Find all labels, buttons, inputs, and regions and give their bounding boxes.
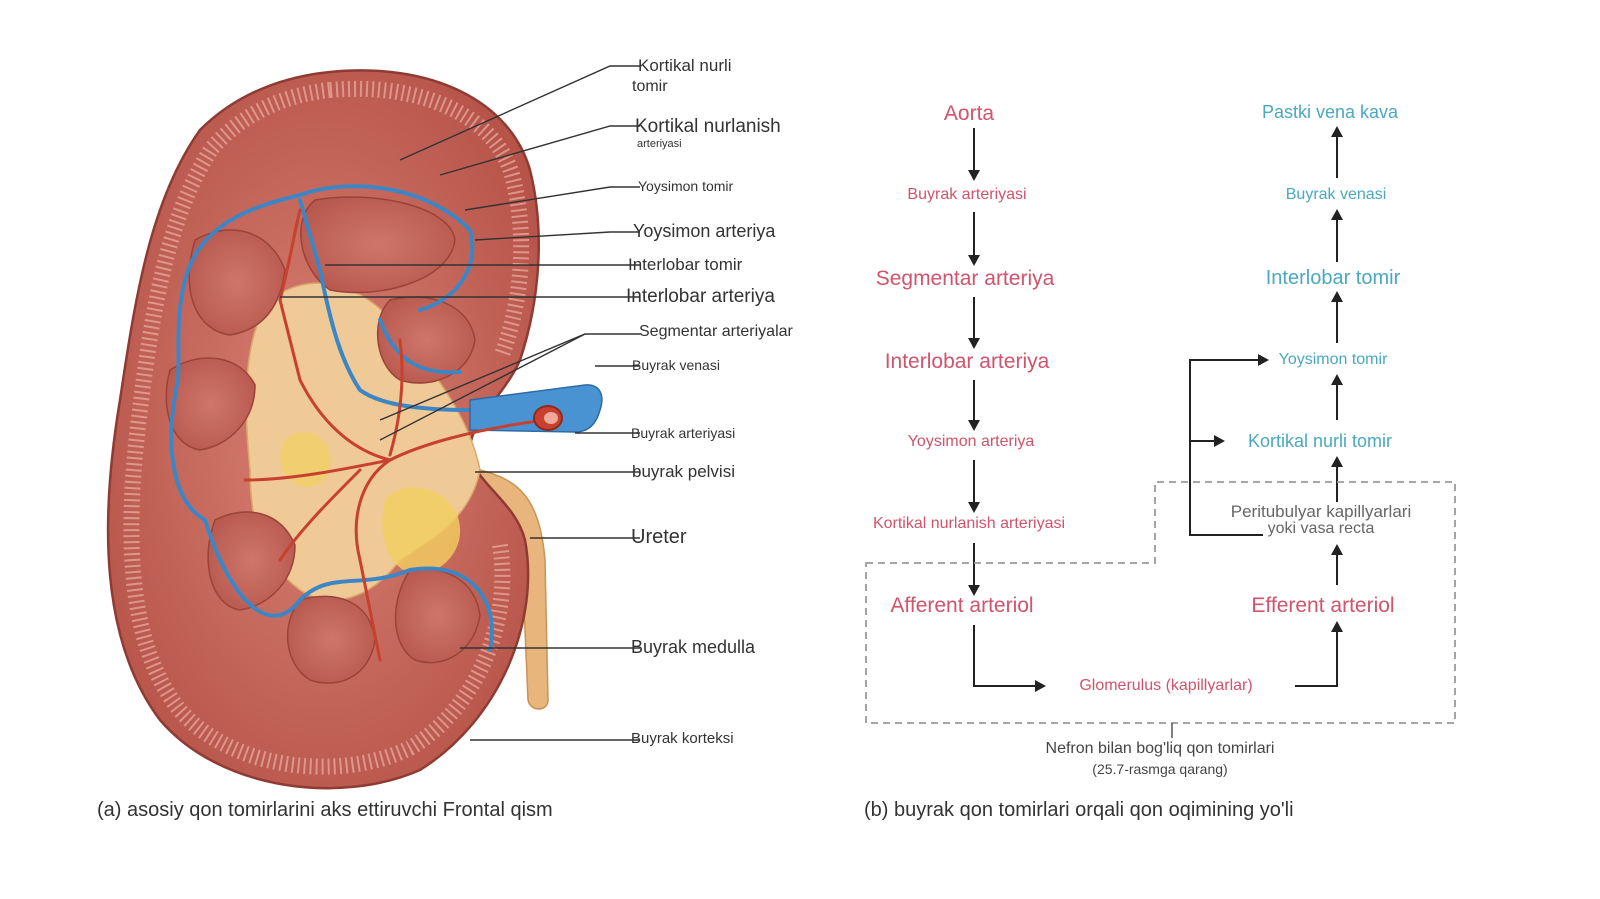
caption-panel-b: (b) buyrak qon tomirlari orqali qon oqim… xyxy=(864,799,1294,821)
node-yoysimon-tomir: Yoysimon tomir xyxy=(1278,351,1388,368)
cortex-striations xyxy=(123,80,530,775)
label-buyrak-medulla: Buyrak medulla xyxy=(631,637,756,657)
label-buyrak-pelvisi: buyrak pelvisi xyxy=(632,462,735,481)
nephron-note: Nefron bilan bog'liq qon tomirlari (25.7… xyxy=(1046,740,1275,777)
label-line: arteriyasi xyxy=(637,137,682,150)
node-aorta: Aorta xyxy=(943,102,995,125)
label-buyrak-arteriyasi: Buyrak arteriyasi xyxy=(631,425,736,441)
node-efferent-arteriol: Efferent arteriol xyxy=(1251,594,1395,617)
node-kortikal-nurli-tomir: Kortikal nurli tomir xyxy=(1247,431,1393,451)
node-buyrak-arteriyasi: Buyrak arteriyasi xyxy=(907,186,1027,203)
renal-vein-trunk xyxy=(469,384,603,433)
label-line: Kortikal nurlanish xyxy=(635,116,781,137)
leader-lines xyxy=(280,65,640,741)
label-line: Kortikal nurli xyxy=(638,56,732,75)
node-peritubulyar-kapillyarlari: Peritubulyar kapillyarlari yoki vasa rec… xyxy=(1230,502,1412,537)
node-line: Peritubulyar kapillyarlari xyxy=(1230,502,1412,521)
node-pastki-vena-kava: Pastki vena kava xyxy=(1261,102,1399,122)
label-interlobar-tomir: Interlobar tomir xyxy=(628,255,743,274)
note-line: Nefron bilan bog'liq qon tomirlari xyxy=(1045,740,1275,757)
node-buyrak-venasi: Buyrak venasi xyxy=(1285,186,1387,203)
label-kortikal-nurlanish-arteriyasi: Kortikal nurlanish arteriyasi xyxy=(635,116,781,150)
node-line: yoki vasa recta xyxy=(1267,519,1375,537)
renal-veins xyxy=(169,184,592,652)
nephron-boundary xyxy=(865,481,1456,724)
label-kortikal-nurli-tomir: Kortikal nurli tomir xyxy=(632,56,732,95)
label-yoysimon-tomir: Yoysimon tomir xyxy=(638,178,734,194)
node-afferent-arteriol: Afferent arteriol xyxy=(890,594,1034,617)
label-line: tomir xyxy=(632,77,668,95)
label-buyrak-korteksi: Buyrak korteksi xyxy=(631,730,734,747)
label-segmentar-arteriyalar: Segmentar arteriyalar xyxy=(639,323,793,340)
node-kortikal-nurlanish-arteriyasi: Kortikal nurlanish arteriyasi xyxy=(872,515,1066,532)
flow-arrows xyxy=(973,128,1338,687)
label-ureter: Ureter xyxy=(631,526,687,548)
node-segmentar-arteriya: Segmentar arteriya xyxy=(875,267,1055,290)
flow-arrowheads xyxy=(968,126,1343,692)
note-line: (25.7-rasmga qarang) xyxy=(1092,761,1228,777)
caption-panel-a: (a) asosiy qon tomirlarini aks ettiruvch… xyxy=(97,799,553,821)
renal-artery-lumen xyxy=(544,412,558,424)
node-interlobar-tomir: Interlobar tomir xyxy=(1265,267,1401,289)
label-buyrak-venasi: Buyrak venasi xyxy=(632,357,720,373)
pelvis-fat xyxy=(382,487,461,575)
label-interlobar-arteriya: Interlobar arteriya xyxy=(626,286,775,307)
node-interlobar-arteriya: Interlobar arteriya xyxy=(884,350,1050,373)
label-yoysimon-arteriya: Yoysimon arteriya xyxy=(633,221,776,241)
node-yoysimon-arteriya: Yoysimon arteriya xyxy=(907,433,1035,450)
renal-arteries xyxy=(243,208,547,662)
node-glomerulus: Glomerulus (kapillyarlar) xyxy=(1079,677,1253,694)
